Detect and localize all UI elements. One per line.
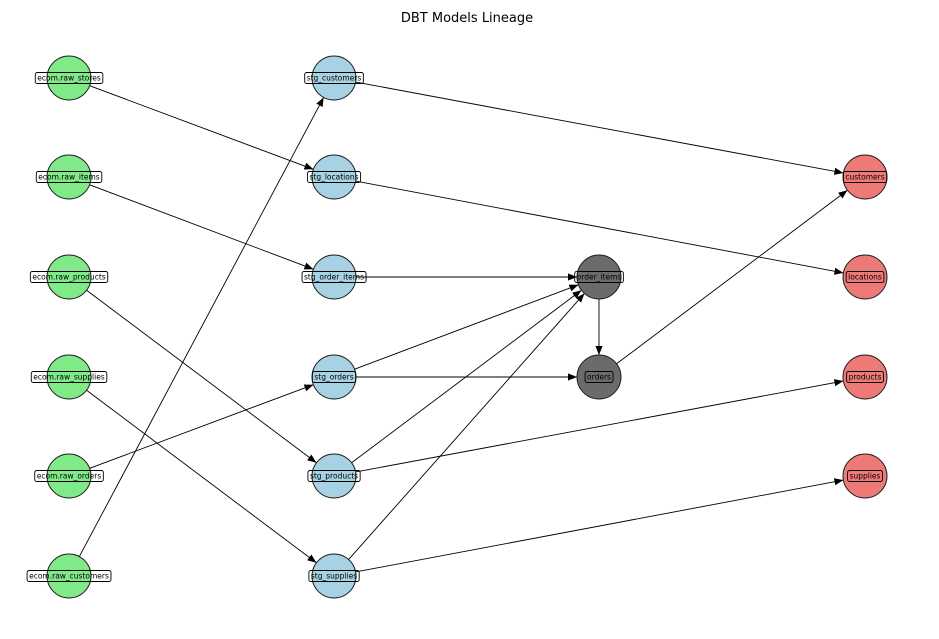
node-circle[interactable] xyxy=(311,254,357,300)
node-label: locations xyxy=(848,273,882,282)
node-stg-customers[interactable]: stg_customers xyxy=(304,55,364,101)
node-label-box xyxy=(26,570,112,582)
node-label-box xyxy=(307,171,362,183)
node-circle[interactable] xyxy=(311,553,357,599)
node-label: customers xyxy=(845,173,884,182)
node-circle[interactable] xyxy=(576,254,622,300)
edge-stg-orders-to-order-items xyxy=(354,284,579,370)
node-label-box xyxy=(29,271,109,283)
node-stg-order-items[interactable]: stg_order_items xyxy=(301,254,367,300)
edge-stg-customers-to-customers xyxy=(355,81,844,175)
node-label: orders xyxy=(587,373,611,382)
node-stg-locations[interactable]: stg_locations xyxy=(307,154,362,200)
node-label-box xyxy=(301,271,367,283)
node-label-box xyxy=(308,570,360,582)
edge-stg-products-to-order-items xyxy=(351,289,582,464)
node-label: supplies xyxy=(850,472,881,481)
node-label: ecom.raw_supplies xyxy=(33,373,105,382)
node-label: ecom.raw_orders xyxy=(37,472,102,481)
node-label: stg_order_items xyxy=(304,273,364,282)
diagram-title: DBT Models Lineage xyxy=(401,11,533,26)
node-label-box xyxy=(34,470,104,482)
edge-stg-products-to-products xyxy=(355,379,844,473)
node-label-box xyxy=(307,470,361,482)
node-label: ecom.raw_customers xyxy=(29,572,109,581)
edge-ecom-raw-orders-to-stg-orders xyxy=(89,384,314,469)
node-order-items[interactable]: order_items xyxy=(574,254,624,300)
node-circle[interactable] xyxy=(576,354,622,400)
edge-ecom-raw-items-to-stg-order-items xyxy=(89,184,314,270)
node-orders[interactable]: orders xyxy=(576,354,622,400)
edge-stg-supplies-to-order-items xyxy=(348,293,585,560)
node-label: stg_products xyxy=(310,472,358,481)
node-label-box xyxy=(574,271,624,283)
node-label: ecom.raw_items xyxy=(38,173,100,182)
node-label: stg_locations xyxy=(309,173,358,182)
node-supplies[interactable]: supplies xyxy=(842,453,888,499)
node-ecom-raw-products[interactable]: ecom.raw_products xyxy=(29,254,109,300)
node-label-box xyxy=(847,470,883,482)
node-ecom-raw-stores[interactable]: ecom.raw_stores xyxy=(34,55,104,101)
edge-stg-locations-to-locations xyxy=(355,180,844,275)
node-label: ecom.raw_stores xyxy=(37,74,101,83)
edge-stg-supplies-to-supplies xyxy=(355,478,844,573)
node-label-box xyxy=(584,371,614,383)
node-label-box xyxy=(845,271,885,283)
node-stg-orders[interactable]: stg_orders xyxy=(311,354,357,400)
node-circle[interactable] xyxy=(311,154,357,200)
edge-ecom-raw-stores-to-stg-locations xyxy=(89,85,314,170)
node-circle[interactable] xyxy=(842,453,888,499)
node-products[interactable]: products xyxy=(842,354,888,400)
node-circle[interactable] xyxy=(842,254,888,300)
node-ecom-raw-customers[interactable]: ecom.raw_customers xyxy=(26,553,112,599)
node-stg-supplies[interactable]: stg_supplies xyxy=(308,553,360,599)
node-circle[interactable] xyxy=(46,254,92,300)
node-label-box xyxy=(30,371,108,383)
node-label: ecom.raw_products xyxy=(32,273,105,282)
node-label: stg_customers xyxy=(307,74,362,83)
node-label: stg_orders xyxy=(314,373,353,382)
edge-orders-to-customers xyxy=(616,189,848,365)
node-label: order_items xyxy=(577,273,622,282)
nodes-layer: ecom.raw_stores ecom.raw_items ecom.raw_pr… xyxy=(26,55,888,599)
node-locations[interactable]: locations xyxy=(842,254,888,300)
node-circle[interactable] xyxy=(46,553,92,599)
node-ecom-raw-orders[interactable]: ecom.raw_orders xyxy=(34,453,104,499)
edge-ecom-raw-customers-to-stg-customers xyxy=(78,97,325,557)
node-label: stg_supplies xyxy=(311,572,357,581)
node-label: products xyxy=(849,373,882,382)
node-circle[interactable] xyxy=(311,453,357,499)
node-circle[interactable] xyxy=(46,55,92,101)
edge-ecom-raw-products-to-stg-products xyxy=(86,289,317,464)
node-label-box xyxy=(842,171,888,183)
node-label-box xyxy=(35,171,103,183)
node-label-box xyxy=(311,371,357,383)
node-circle[interactable] xyxy=(46,154,92,200)
node-circle[interactable] xyxy=(46,453,92,499)
node-ecom-raw-items[interactable]: ecom.raw_items xyxy=(35,154,103,200)
node-circle[interactable] xyxy=(311,55,357,101)
node-label-box xyxy=(34,72,104,84)
node-stg-products[interactable]: stg_products xyxy=(307,453,361,499)
node-circle[interactable] xyxy=(46,354,92,400)
node-customers[interactable]: customers xyxy=(842,154,888,200)
node-label-box xyxy=(304,72,364,84)
node-circle[interactable] xyxy=(842,354,888,400)
node-label-box xyxy=(846,371,884,383)
edge-ecom-raw-supplies-to-stg-supplies xyxy=(86,389,317,564)
edges-layer xyxy=(78,81,848,573)
node-ecom-raw-supplies[interactable]: ecom.raw_supplies xyxy=(30,354,108,400)
